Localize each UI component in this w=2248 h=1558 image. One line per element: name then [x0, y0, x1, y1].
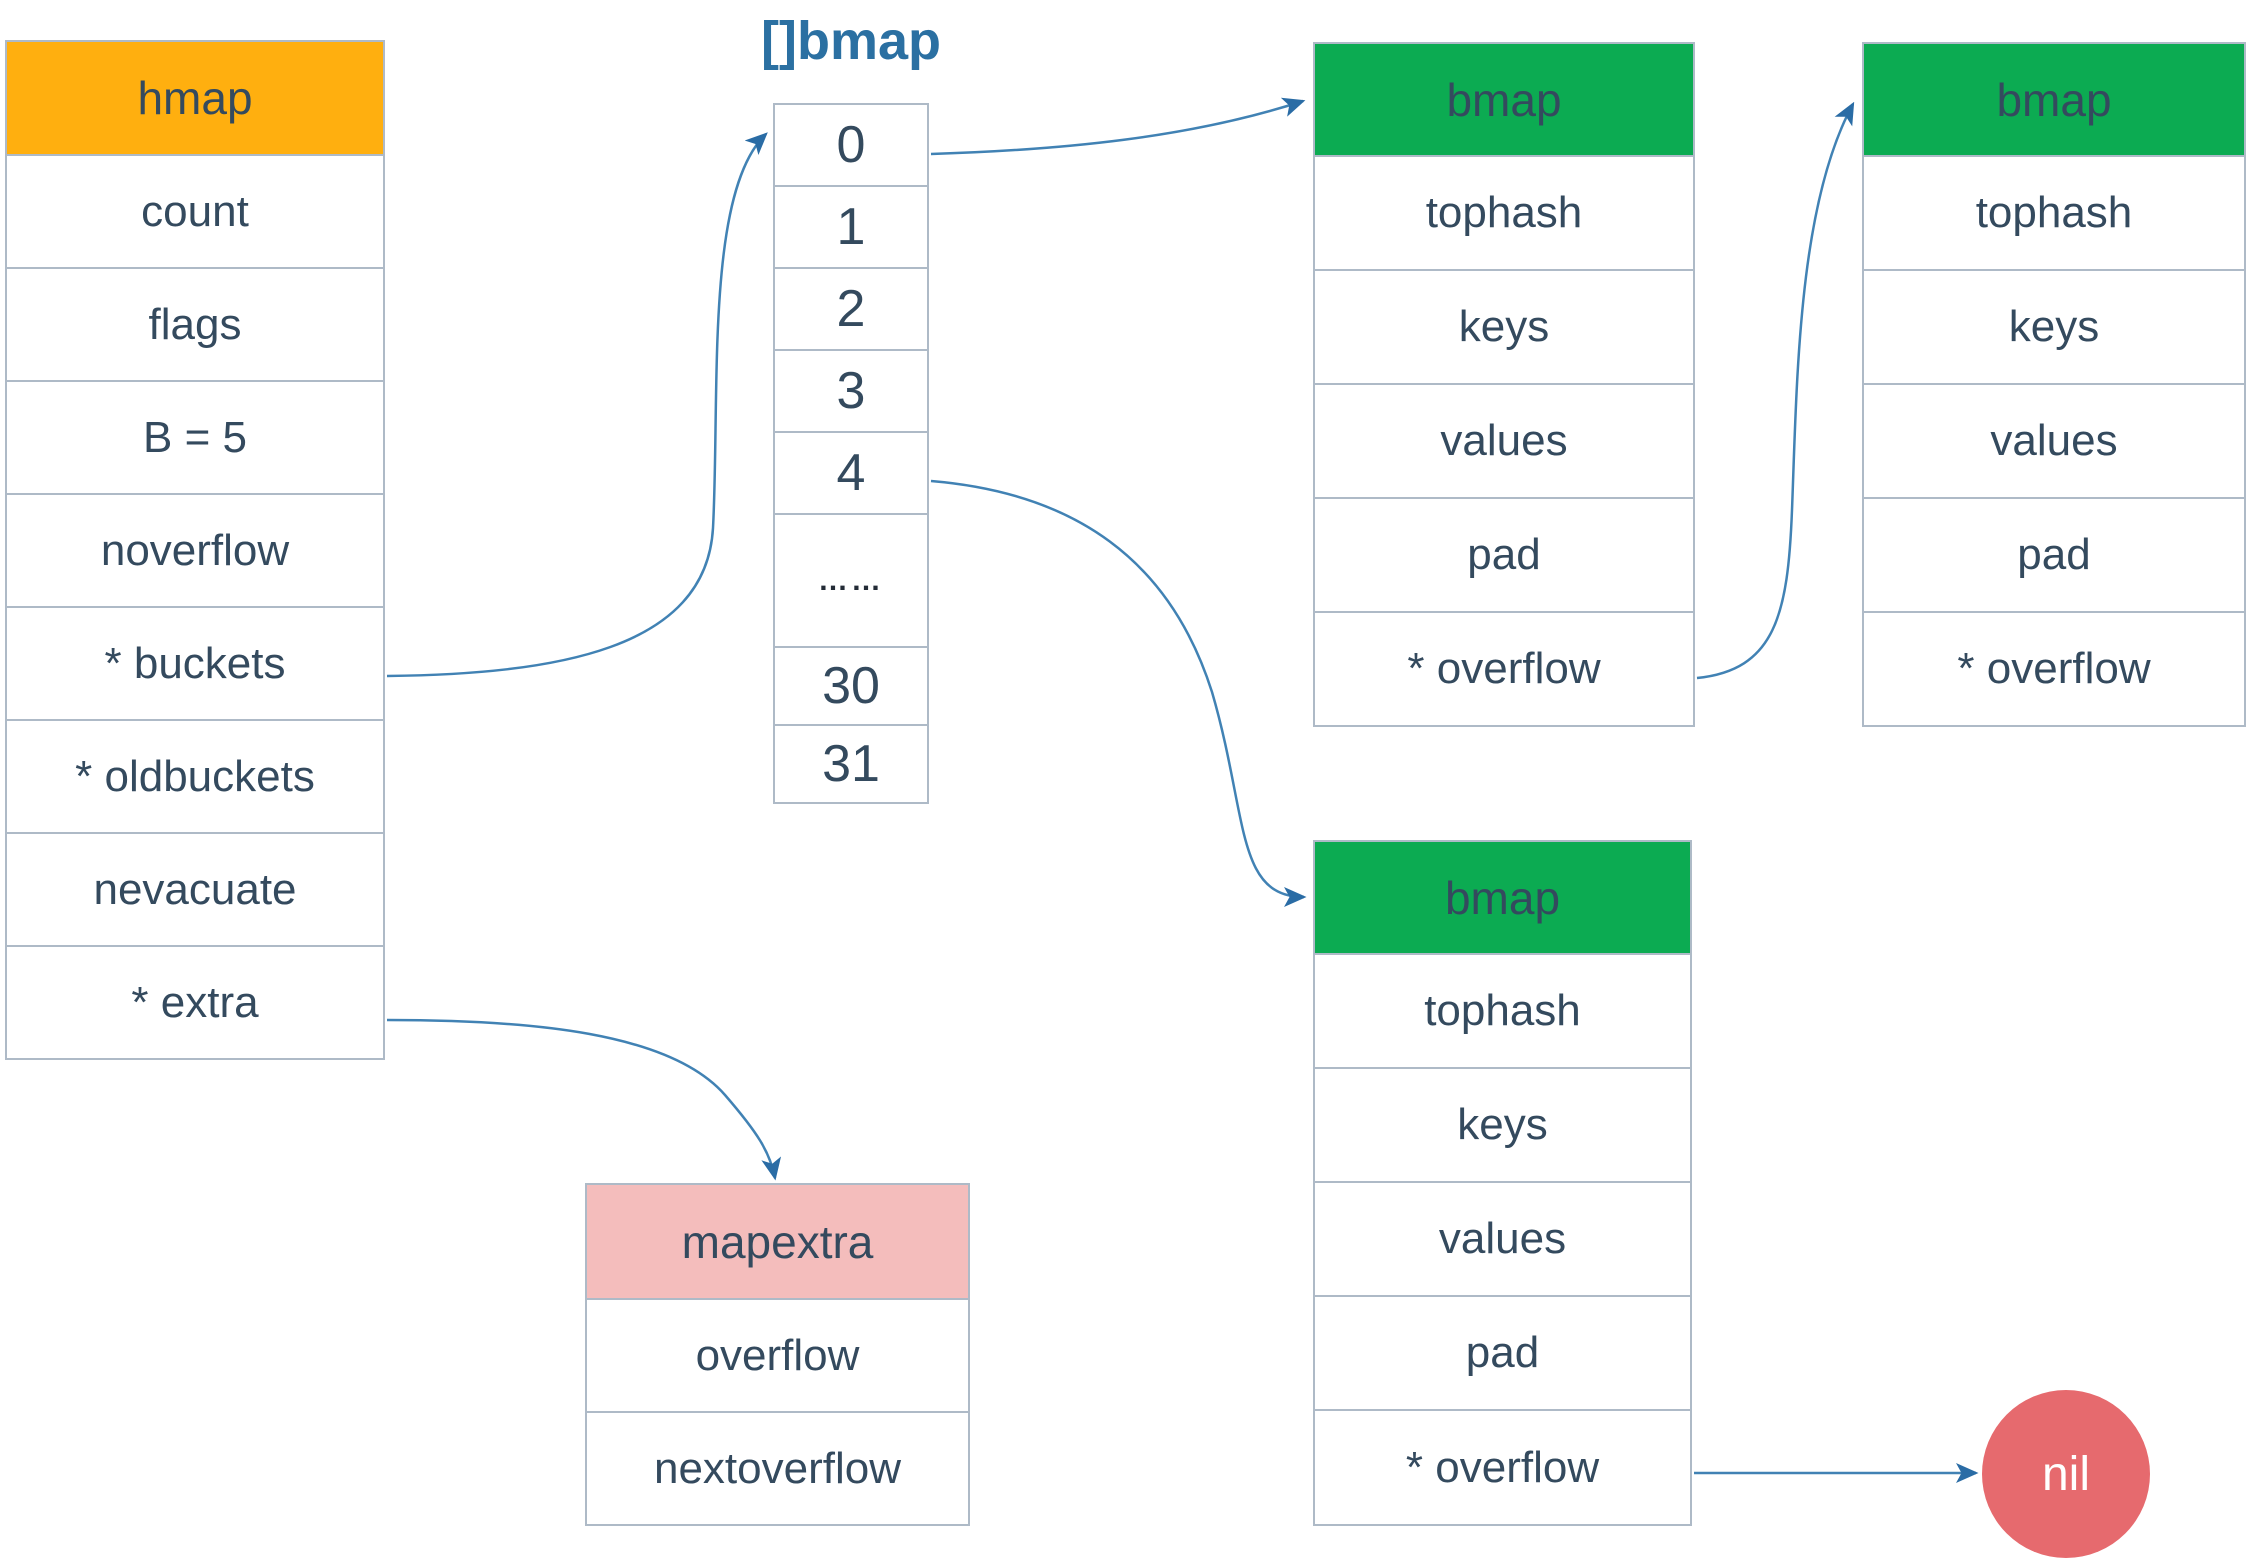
- bmap-right-row-pad: pad: [1862, 497, 2246, 613]
- bmap-right-table: bmap tophash keys values pad * overflow: [1862, 42, 2246, 727]
- bucket-cell-3: 3: [773, 349, 929, 433]
- hmap-row-buckets: * buckets: [5, 606, 385, 721]
- hmap-table: hmap count flags B = 5 noverflow * bucke…: [5, 40, 385, 1060]
- bucket-cell-ellipsis: ……: [773, 513, 929, 648]
- bmap-bottom-row-tophash: tophash: [1313, 953, 1692, 1069]
- hmap-row-count: count: [5, 154, 385, 269]
- hmap-row-flags: flags: [5, 267, 385, 382]
- mapextra-header: mapextra: [585, 1183, 970, 1300]
- arrow-buckets-to-array0: [386, 132, 768, 678]
- arrow-array0-to-bmap-top: [930, 97, 1306, 156]
- bmap-bottom-header: bmap: [1313, 840, 1692, 955]
- bmap-bottom-row-overflow: * overflow: [1313, 1409, 1692, 1526]
- hmap-row-nevacuate: nevacuate: [5, 832, 385, 947]
- bmap-top-row-values: values: [1313, 383, 1695, 499]
- bmap-top-row-pad: pad: [1313, 497, 1695, 613]
- bucket-cell-31: 31: [773, 724, 929, 804]
- bmap-top-table: bmap tophash keys values pad * overflow: [1313, 42, 1695, 727]
- arrow-array4-to-bmap-bottom: [930, 479, 1307, 907]
- bucket-cell-4: 4: [773, 431, 929, 515]
- bmap-top-row-keys: keys: [1313, 269, 1695, 385]
- hmap-header: hmap: [5, 40, 385, 156]
- hmap-row-b: B = 5: [5, 380, 385, 495]
- bmap-top-row-overflow: * overflow: [1313, 611, 1695, 727]
- bucket-cell-0: 0: [773, 103, 929, 187]
- bucket-cell-30: 30: [773, 646, 929, 726]
- nil-node: nil: [1982, 1390, 2150, 1558]
- bmap-right-row-values: values: [1862, 383, 2246, 499]
- bucket-array-title: []bmap: [761, 11, 941, 71]
- mapextra-row-nextoverflow: nextoverflow: [585, 1411, 970, 1526]
- bmap-right-row-keys: keys: [1862, 269, 2246, 385]
- hmap-row-oldbuckets: * oldbuckets: [5, 719, 385, 834]
- bmap-top-header: bmap: [1313, 42, 1695, 157]
- hmap-row-noverflow: noverflow: [5, 493, 385, 608]
- bmap-right-header: bmap: [1862, 42, 2246, 157]
- bmap-bottom-row-keys: keys: [1313, 1067, 1692, 1183]
- bmap-right-row-overflow: * overflow: [1862, 611, 2246, 727]
- bmap-bottom-row-values: values: [1313, 1181, 1692, 1297]
- arrow-overflow-to-bmap-right: [1696, 101, 1855, 680]
- bucket-array-table: 0 1 2 3 4 …… 30 31: [773, 103, 929, 804]
- bmap-bottom-table: bmap tophash keys values pad * overflow: [1313, 840, 1692, 1526]
- mapextra-table: mapextra overflow nextoverflow: [585, 1183, 970, 1526]
- bmap-right-row-tophash: tophash: [1862, 155, 2246, 271]
- arrow-extra-to-mapextra: [386, 1018, 782, 1181]
- mapextra-row-overflow: overflow: [585, 1298, 970, 1413]
- bmap-top-row-tophash: tophash: [1313, 155, 1695, 271]
- bucket-cell-2: 2: [773, 267, 929, 351]
- bucket-cell-1: 1: [773, 185, 929, 269]
- hmap-row-extra: * extra: [5, 945, 385, 1060]
- bmap-bottom-row-pad: pad: [1313, 1295, 1692, 1411]
